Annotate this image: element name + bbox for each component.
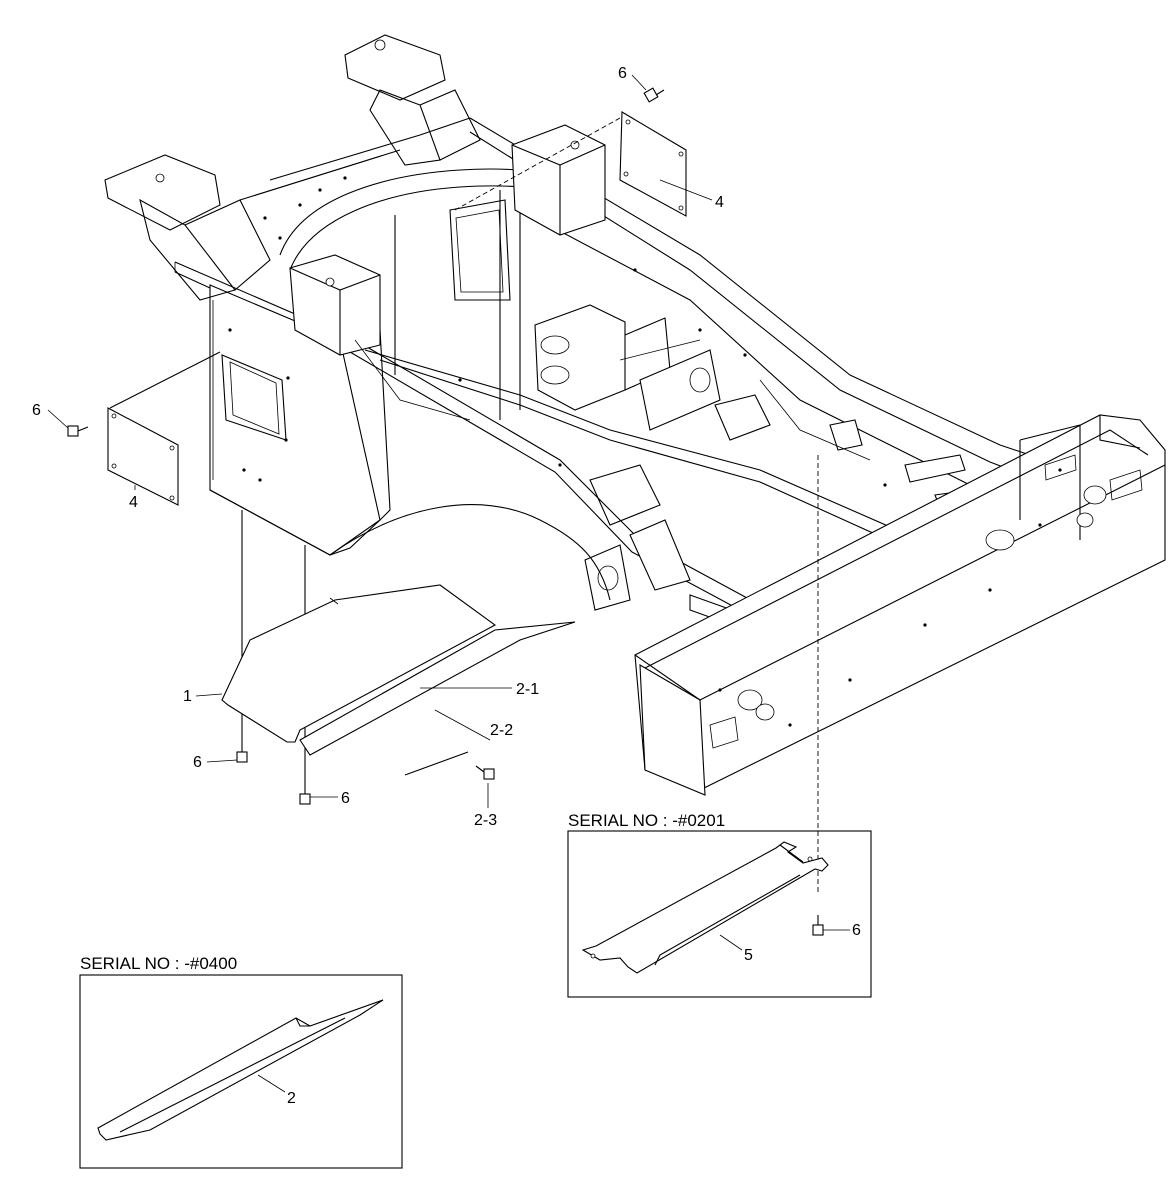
label-part-6: 6 [193, 754, 202, 771]
label-part-6: 6 [852, 922, 861, 939]
label-part-4: 4 [129, 494, 138, 511]
label-part-6: 6 [32, 402, 41, 419]
label-part-4: 4 [715, 194, 724, 211]
label-part-2-3: 2-3 [474, 812, 497, 829]
label-part-2-2: 2-2 [490, 722, 513, 739]
bolt-icon [812, 915, 824, 936]
rod-2-2 [404, 751, 469, 776]
label-part-6: 6 [618, 65, 627, 82]
label-part-5: 5 [744, 947, 753, 964]
plate-2-1 [299, 621, 576, 756]
under-cover-plate [221, 584, 497, 743]
cover-plate-right [619, 111, 687, 217]
serial-label: SERIAL NO : -#0400 [80, 954, 237, 973]
label-part-2: 2 [287, 1090, 296, 1107]
inset-serial-0201: SERIAL NO : -#0201 5 6 [567, 811, 872, 998]
upper-frame [104, 34, 1166, 796]
bolt-icon [236, 745, 248, 763]
serial-label: SERIAL NO : -#0201 [568, 811, 725, 830]
bolt-icon [299, 790, 311, 805]
inset-serial-0400: SERIAL NO : -#0400 2 [79, 954, 403, 1169]
bolt-icon [475, 765, 495, 780]
label-part-6: 6 [341, 790, 350, 807]
cover-plate-left [107, 407, 179, 506]
bolt-icon [67, 425, 89, 437]
label-part-2-1: 2-1 [516, 681, 539, 698]
bolt-icon [643, 87, 665, 103]
label-part-1: 1 [183, 688, 192, 705]
